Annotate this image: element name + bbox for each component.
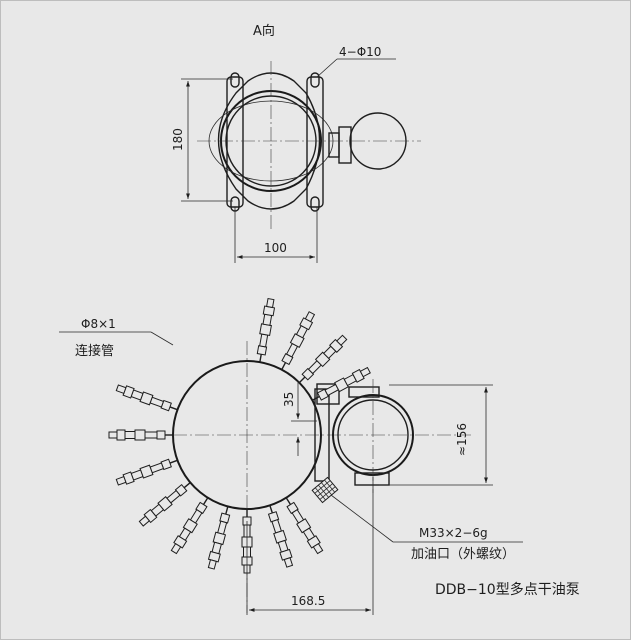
pipe-note: Φ8×1: [81, 317, 116, 331]
dim-35-text: 35: [282, 392, 296, 407]
dim-168-text: 168.5: [291, 594, 325, 608]
drawing-title: DDB−10型多点干油泵: [435, 581, 580, 598]
dim-156-text: ≈156: [455, 423, 469, 456]
view-a-flange-outline: [217, 72, 321, 210]
filler-port: [311, 476, 339, 504]
thread-note: M33×2−6g: [419, 526, 488, 540]
plan-view: Φ8×1 连接管 35 ≈156 168.5 M33×2−6g 加油口（外螺纹）: [59, 297, 523, 615]
connecting-pipe: [256, 297, 276, 363]
view-a-side-bracket: [338, 126, 352, 164]
pipe-leader: [150, 331, 174, 346]
view-a: A向 180 100 4−Φ10: [171, 23, 421, 263]
view-a-side-neck: [328, 132, 340, 158]
view-a-hole-tl: [230, 72, 240, 88]
connecting-pipe: [285, 497, 324, 555]
connecting-pipe: [207, 506, 231, 570]
connecting-pipe: [115, 384, 178, 412]
port-name: 加油口（外螺纹）: [411, 547, 515, 562]
dim-180-text: 180: [171, 128, 185, 151]
radial-pipes: [108, 297, 371, 574]
pump-mount-plate: [314, 388, 330, 482]
connecting-pipe: [115, 458, 178, 486]
connecting-pipe: [138, 482, 191, 527]
dim-100-text: 100: [264, 241, 287, 255]
view-a-hole-tr: [310, 72, 320, 88]
pump-mount-top: [316, 383, 340, 405]
connecting-pipe: [170, 497, 209, 555]
connecting-pipe: [312, 366, 371, 401]
hole-note: 4−Φ10: [339, 45, 381, 59]
view-a-label: A向: [253, 23, 275, 39]
connecting-pipe: [281, 311, 316, 370]
pipe-name: 连接管: [75, 343, 114, 359]
view-a-hole-br: [310, 196, 320, 212]
pump-top-boss: [348, 386, 380, 398]
hole-leader: [316, 58, 338, 78]
connecting-pipe: [267, 505, 294, 568]
view-a-right-bar: [306, 76, 324, 208]
connecting-pipe: [108, 429, 173, 441]
pump-bottom-boss: [354, 472, 390, 486]
thread-leader: [330, 494, 394, 543]
connecting-pipe: [298, 334, 348, 384]
